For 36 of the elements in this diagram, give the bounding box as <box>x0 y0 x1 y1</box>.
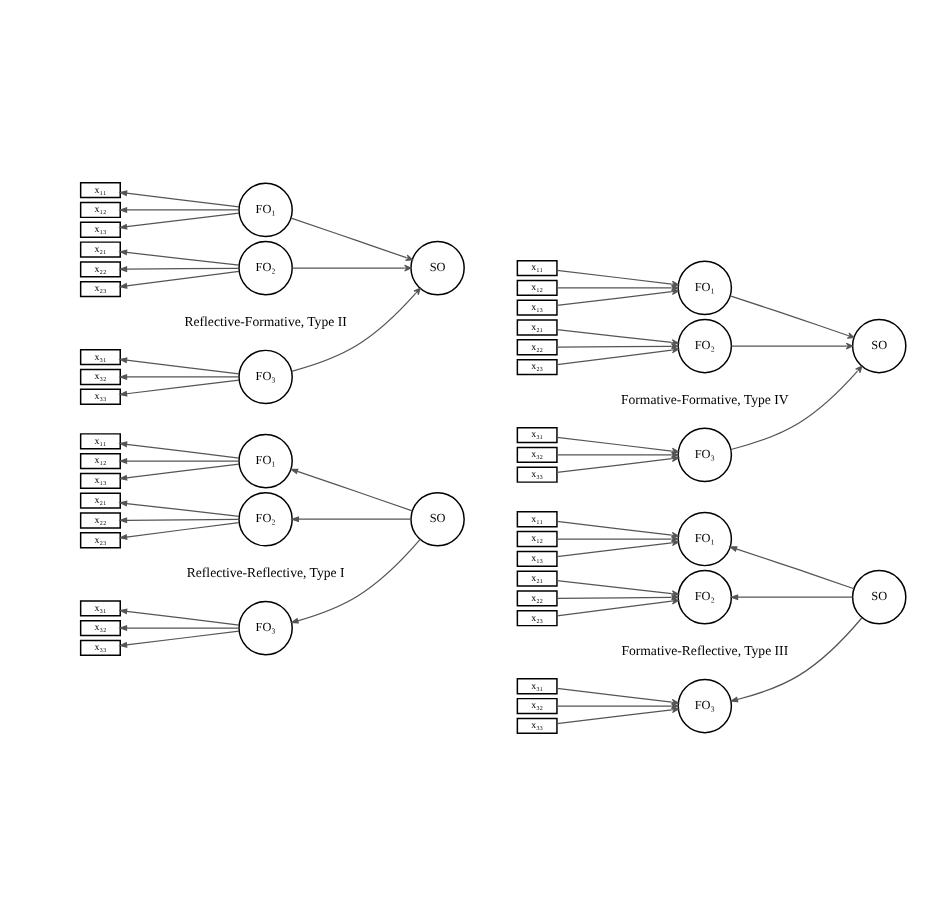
arrow <box>289 468 413 512</box>
arrow <box>118 458 240 465</box>
arrow <box>556 597 679 617</box>
arrow <box>118 270 240 289</box>
arrow <box>118 608 240 626</box>
arrow <box>118 630 240 648</box>
arrow <box>118 190 240 208</box>
arrow <box>728 546 855 590</box>
arrow <box>290 516 412 523</box>
arrow <box>729 617 863 703</box>
arrow <box>118 500 240 517</box>
arrow <box>118 441 240 459</box>
arrow <box>118 463 240 481</box>
arrow <box>289 538 421 624</box>
arrow <box>730 365 863 451</box>
arrow <box>556 288 679 307</box>
arrow <box>291 264 412 272</box>
arrow <box>118 212 240 230</box>
arrow <box>118 379 240 397</box>
arrow <box>118 249 240 266</box>
arrow <box>290 217 413 261</box>
arrow <box>556 539 679 558</box>
arrow <box>118 206 240 213</box>
arrow <box>729 594 854 601</box>
arrow <box>118 625 240 632</box>
arrow <box>118 373 240 380</box>
arrow <box>291 287 421 372</box>
arrow <box>556 455 679 474</box>
arrow <box>118 266 240 273</box>
arrow <box>730 342 854 350</box>
arrow <box>118 517 240 524</box>
arrow <box>556 706 679 725</box>
arrow <box>118 521 240 540</box>
arrow <box>118 357 240 375</box>
arrow <box>556 346 679 366</box>
arrow <box>729 295 855 339</box>
